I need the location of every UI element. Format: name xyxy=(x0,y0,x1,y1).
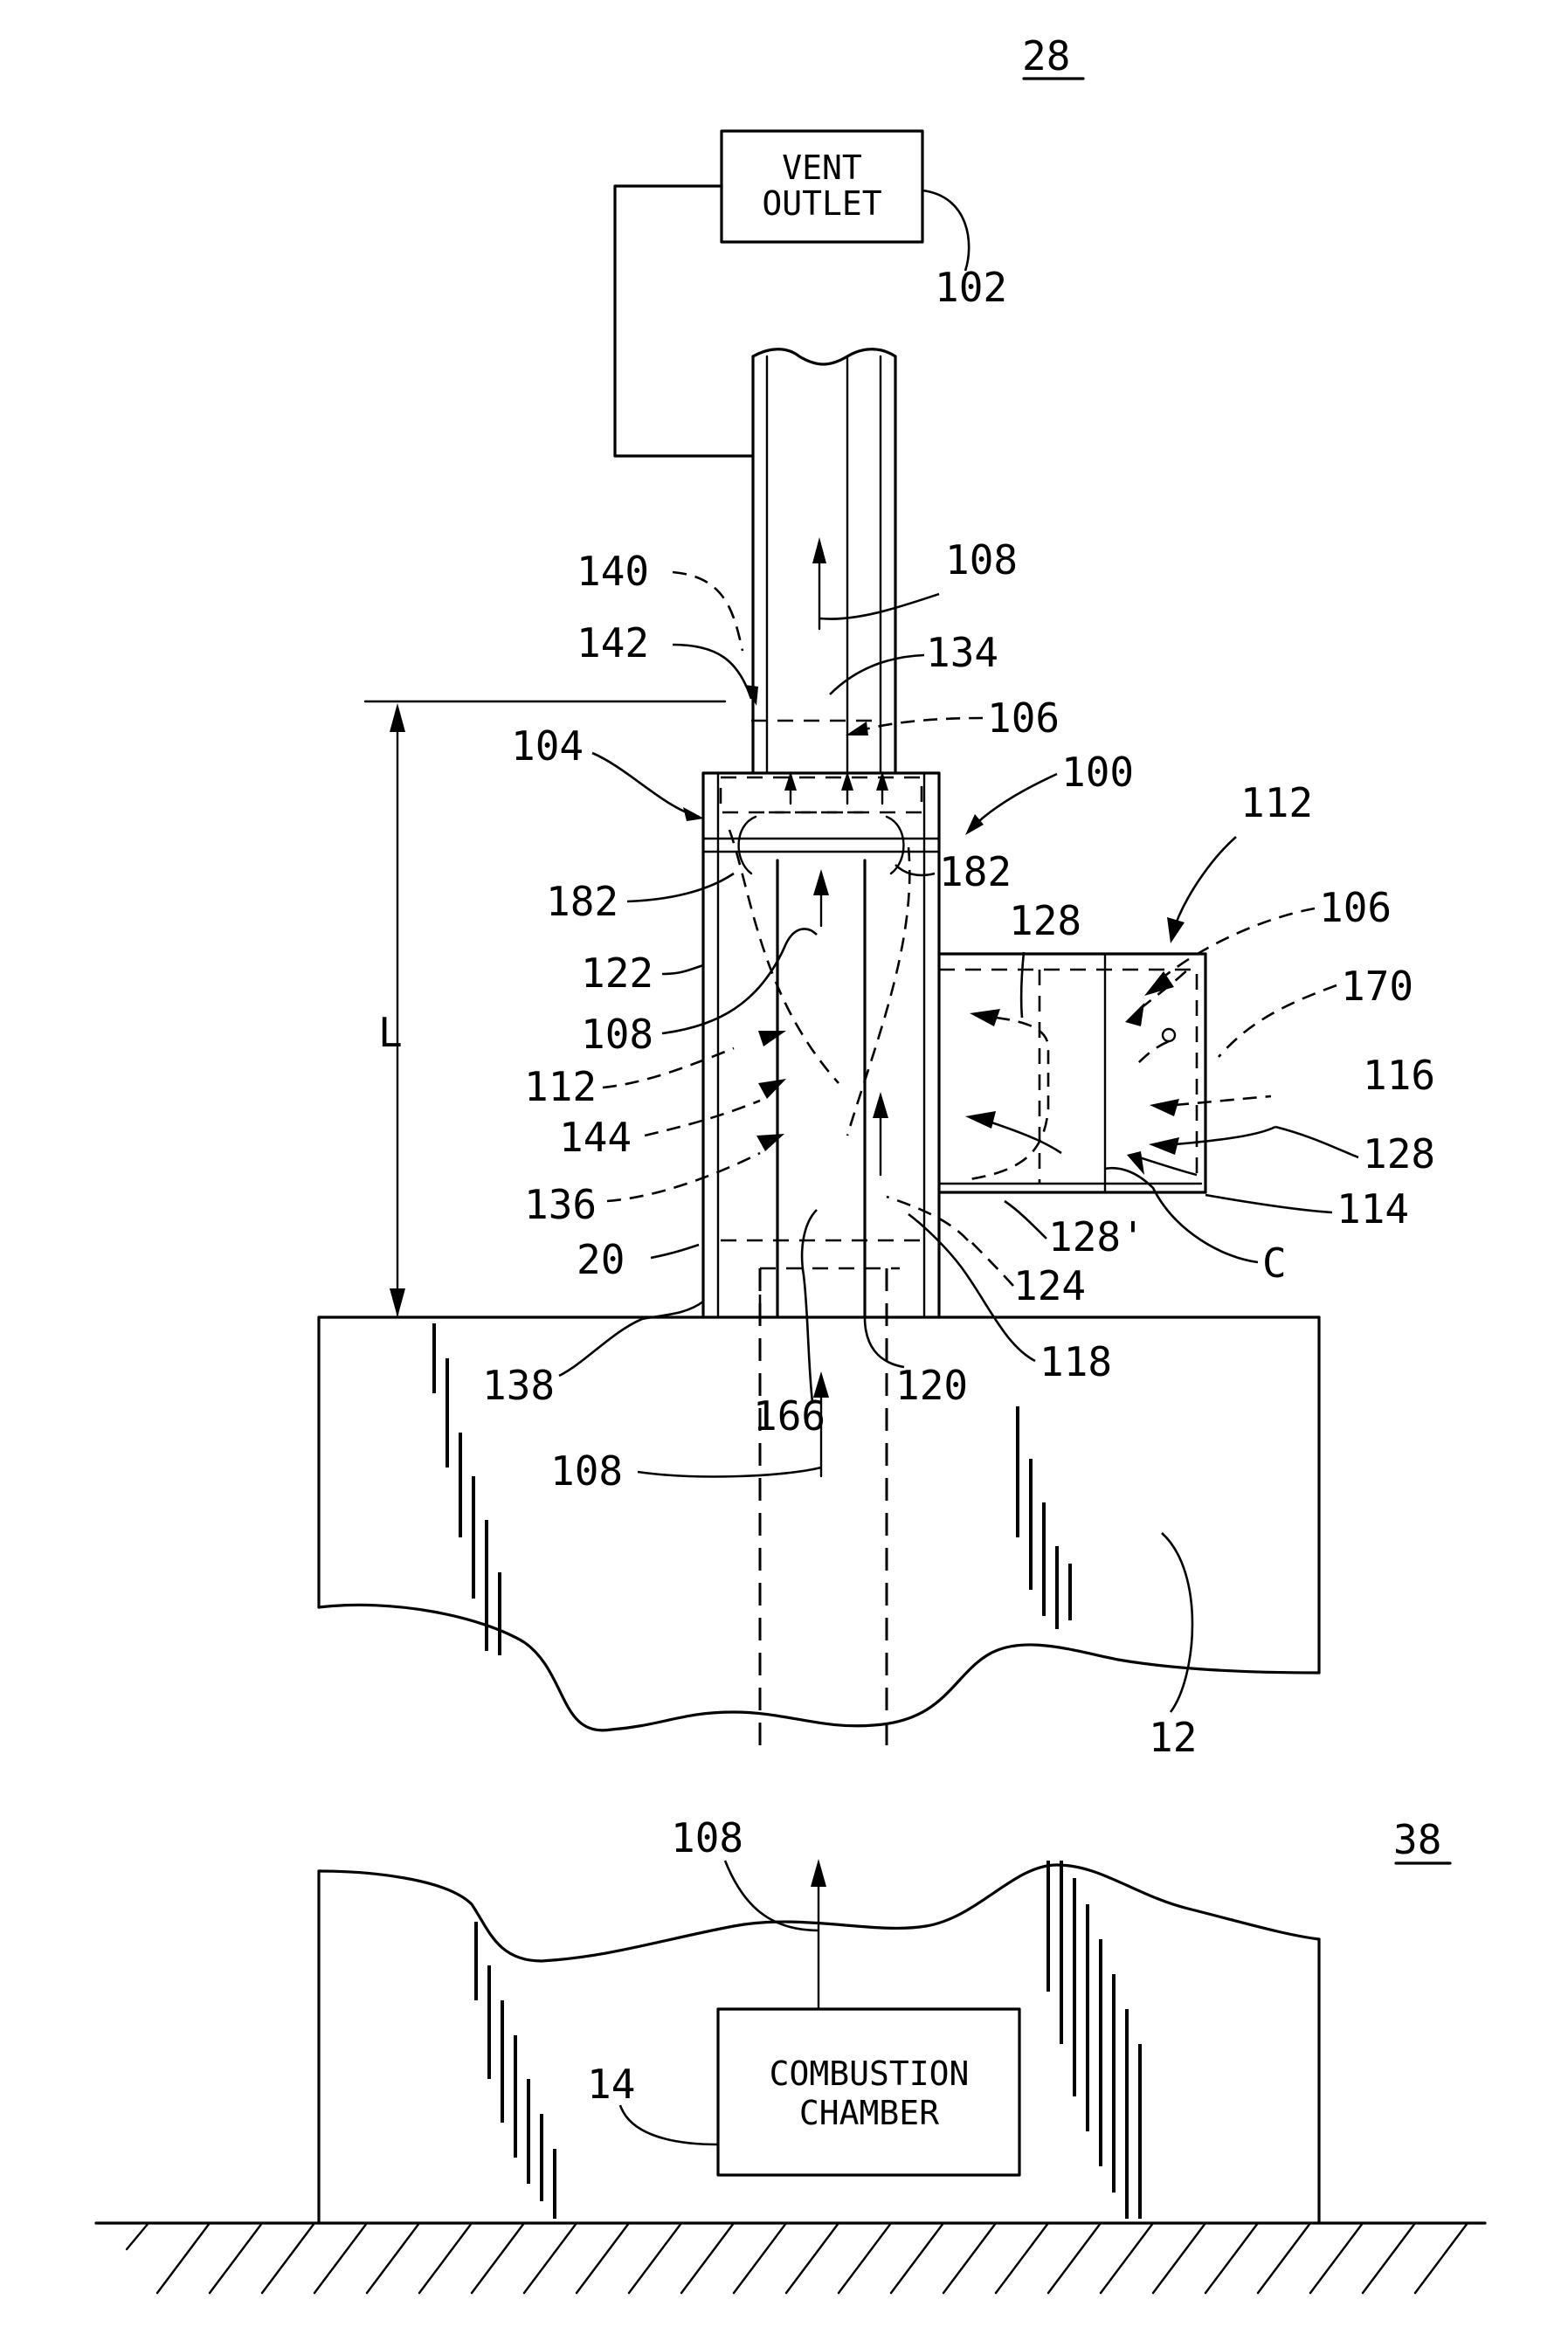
ref-128-prime: 128' xyxy=(1048,1213,1145,1260)
dimension-label: L xyxy=(378,1009,403,1056)
ref-170: 170 xyxy=(1341,963,1413,1010)
combustion-chamber-line-1: COMBUSTION xyxy=(770,2054,970,2093)
ref-120: 120 xyxy=(895,1362,968,1409)
ref-106-top: 106 xyxy=(987,694,1060,742)
ref-182-right: 182 xyxy=(939,848,1012,895)
ref-108-mid: 108 xyxy=(581,1011,653,1058)
figure-label-38: 38 xyxy=(1393,1816,1450,1863)
ref-C: C xyxy=(1262,1240,1287,1287)
vent-outlet-box: VENT OUTLET xyxy=(722,131,922,242)
ref-112-top: 112 xyxy=(1240,779,1313,826)
ref-124: 124 xyxy=(1013,1262,1086,1309)
hatching-lower-right xyxy=(1048,1861,1140,2219)
ref-144: 144 xyxy=(559,1114,632,1161)
ref-134: 134 xyxy=(926,629,998,676)
ref-112-left: 112 xyxy=(524,1063,597,1110)
ref-116: 116 xyxy=(1363,1052,1435,1099)
outer-sleeve xyxy=(703,773,939,1317)
ref-142: 142 xyxy=(577,619,649,666)
combustion-chamber-line-2: CHAMBER xyxy=(799,2094,939,2132)
combustion-chamber-box: COMBUSTION CHAMBER xyxy=(718,2009,1019,2175)
svg-text:28: 28 xyxy=(1022,32,1070,79)
svg-text:38: 38 xyxy=(1393,1816,1441,1863)
ref-14: 14 xyxy=(587,2061,635,2108)
leader-102 xyxy=(922,190,969,271)
ground xyxy=(96,2223,1485,2293)
vent-outlet-line-1: VENT xyxy=(782,148,862,187)
ref-108-top: 108 xyxy=(945,536,1018,584)
ref-182-left: 182 xyxy=(546,878,618,925)
ref-138: 138 xyxy=(482,1362,555,1409)
vent-connection-line xyxy=(615,186,751,456)
ref-140: 140 xyxy=(577,548,649,595)
ref-100: 100 xyxy=(1061,749,1134,796)
ref-108-lower: 108 xyxy=(550,1447,623,1495)
figure-label-28: 28 xyxy=(1022,32,1083,79)
ref-136: 136 xyxy=(524,1181,597,1228)
ref-102: 102 xyxy=(935,264,1007,311)
ref-128-right: 128 xyxy=(1363,1130,1435,1177)
hatching-right xyxy=(1018,1406,1070,1629)
ref-114: 114 xyxy=(1337,1185,1409,1233)
ref-20: 20 xyxy=(577,1236,625,1283)
vent-outlet-line-2: OUTLET xyxy=(762,184,881,223)
ref-104: 104 xyxy=(511,722,584,770)
ref-106-right: 106 xyxy=(1319,884,1392,931)
ref-12: 12 xyxy=(1149,1714,1197,1761)
ref-128-top: 128 xyxy=(1009,897,1081,944)
ref-108-bottom: 108 xyxy=(671,1814,743,1861)
ref-166: 166 xyxy=(753,1392,825,1440)
ref-118: 118 xyxy=(1040,1338,1112,1385)
ref-122: 122 xyxy=(581,950,653,997)
hatching-lower-left xyxy=(476,1922,555,2219)
